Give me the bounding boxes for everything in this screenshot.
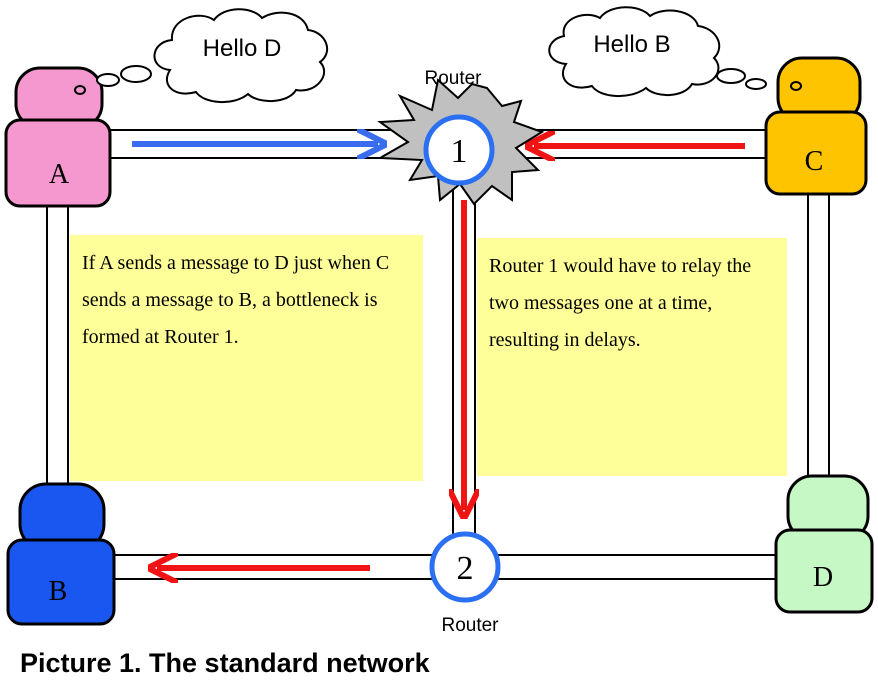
thought-bubble-a: Hello D — [96, 8, 329, 103]
link-router2-d — [491, 554, 783, 580]
router-2: 2 Router — [429, 531, 501, 636]
thought-bubble-a-text: Hello D — [203, 35, 282, 62]
link-c-d — [807, 189, 830, 491]
node-b-label: B — [49, 576, 68, 607]
node-b-body — [6, 538, 116, 626]
link-pipes — [46, 129, 830, 580]
router-2-caption: Router — [441, 615, 499, 636]
node-a-ear-icon — [74, 85, 86, 95]
thought-dot-icon — [745, 78, 767, 90]
note-left: If A sends a message to D just when C se… — [70, 235, 423, 481]
router-1: 1 Router — [376, 68, 545, 206]
node-a: A — [4, 66, 112, 208]
thought-cloud-icon — [153, 8, 329, 103]
node-d-body — [774, 528, 874, 614]
router-1-circle — [423, 114, 495, 186]
router-2-number: 2 — [457, 550, 474, 587]
node-d: D — [774, 474, 874, 614]
node-b: B — [6, 482, 116, 626]
thought-bubble-c-text: Hello B — [593, 31, 670, 58]
node-c: C — [764, 56, 868, 196]
thought-dot-icon — [96, 73, 120, 87]
router-1-number: 1 — [451, 133, 468, 170]
thought-bubble-c: Hello B — [548, 6, 767, 98]
thought-cloud-icon — [548, 6, 721, 98]
node-c-ear-icon — [790, 81, 802, 91]
thought-dot-icon — [120, 65, 152, 83]
note-right: Router 1 would have to relay the two mes… — [477, 238, 787, 476]
node-c-label: C — [805, 146, 824, 177]
router-2-circle — [429, 531, 501, 603]
node-d-label: D — [813, 562, 833, 593]
thought-dot-icon — [716, 68, 746, 84]
router-1-caption: Router — [424, 68, 482, 89]
node-a-body — [4, 118, 112, 208]
figure-caption: Picture 1. The standard network — [20, 648, 430, 678]
node-a-label: A — [49, 159, 70, 190]
link-a-b — [46, 189, 69, 501]
node-c-body — [764, 110, 868, 196]
